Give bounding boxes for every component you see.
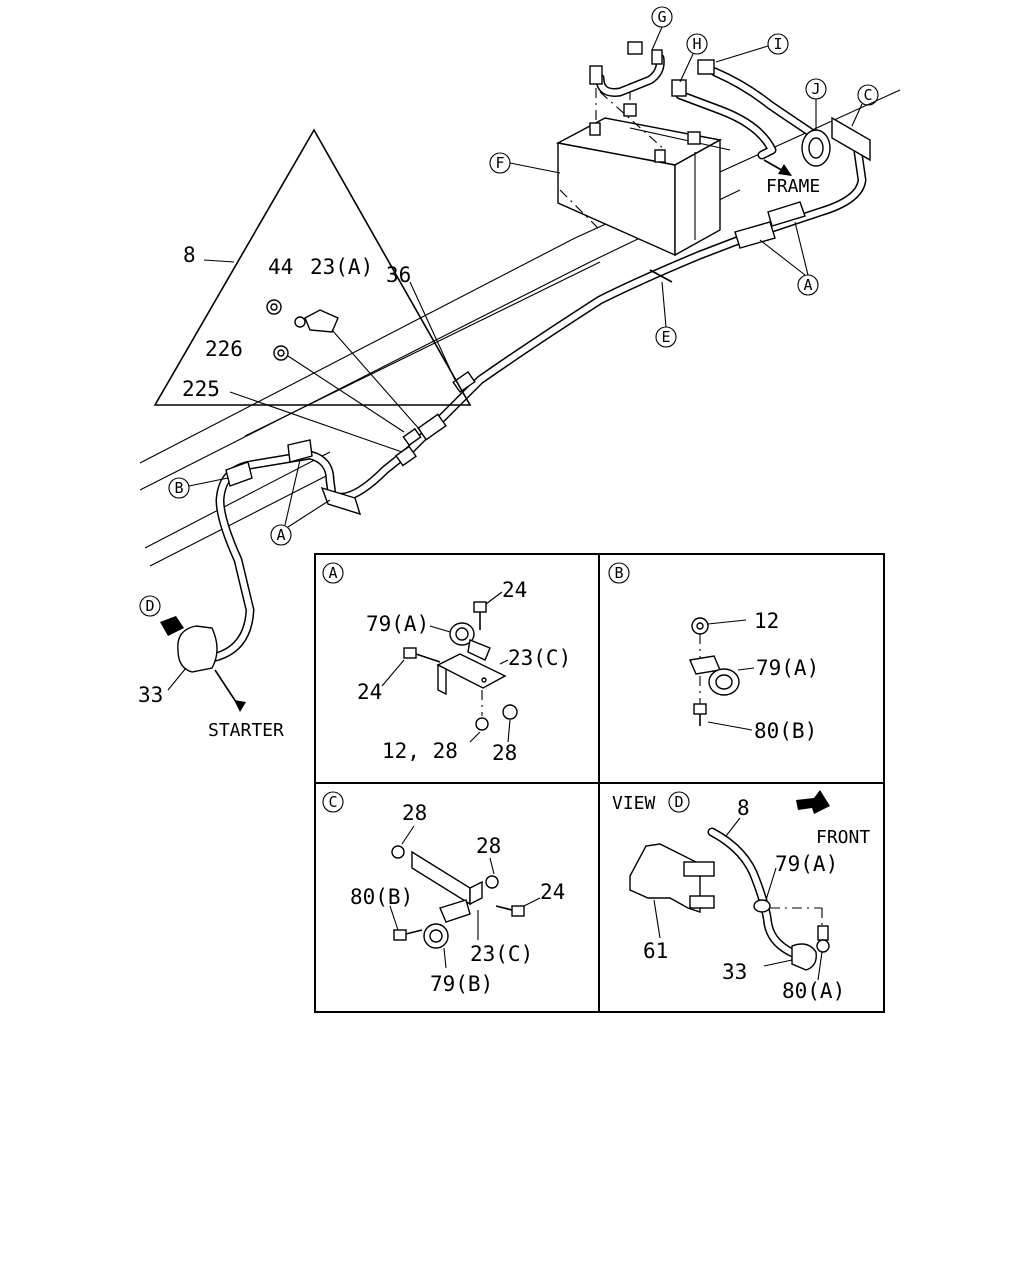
ref-i: I — [773, 35, 782, 53]
ref-a-lower: A — [276, 526, 285, 544]
panel-c: C 28 28 80(B) 24 23(C) 79(B) — [322, 791, 565, 996]
panel-d-79a: 79(A) — [775, 852, 838, 876]
panel-d-80a: 80(A) — [782, 979, 845, 1003]
ref-callouts: G H I J C F A E B A — [139, 6, 879, 617]
ref-j: J — [811, 80, 820, 98]
panel-d-8: 8 — [737, 796, 750, 820]
panel-a: A 24 79(A) 23(C) 24 12, 28 28 — [322, 562, 571, 765]
panel-a-79a: 79(A) — [366, 612, 429, 636]
detail-panels — [314, 553, 885, 1013]
label-part-8: 8 — [183, 243, 196, 267]
label-frame: FRAME — [766, 176, 820, 197]
panel-c-24: 24 — [540, 880, 565, 904]
panel-d-tag: D — [674, 793, 683, 811]
panel-a-12-28: 12, 28 — [382, 739, 458, 763]
battery-pair — [555, 80, 731, 257]
panel-d-33: 33 — [722, 960, 747, 984]
panel-a-24-left: 24 — [357, 680, 382, 704]
ref-b: B — [174, 479, 183, 497]
panel-b-tag: B — [614, 564, 623, 582]
panel-d-front: FRONT — [816, 827, 870, 848]
panel-c-80b: 80(B) — [350, 885, 413, 909]
ref-d: D — [145, 597, 154, 615]
panel-a-24-top: 24 — [502, 578, 527, 602]
panel-b-79a: 79(A) — [756, 656, 819, 680]
panel-c-28-b: 28 — [476, 834, 501, 858]
main-labels: 8 44 23(A) 36 226 225 33 FRAME STARTER — [138, 176, 820, 741]
panel-a-tag: A — [328, 564, 337, 582]
panel-b-12: 12 — [754, 609, 779, 633]
panel-a-23c: 23(C) — [508, 646, 571, 670]
ref-c: C — [863, 86, 872, 104]
panel-d-61: 61 — [643, 939, 668, 963]
panel-b-80b: 80(B) — [754, 719, 817, 743]
ref-a-upper: A — [803, 276, 812, 294]
detail-triangle — [153, 128, 472, 453]
label-starter: STARTER — [208, 720, 284, 741]
panel-c-tag: C — [328, 793, 337, 811]
panel-c-28-a: 28 — [402, 801, 427, 825]
label-part-225: 225 — [182, 377, 220, 401]
panel-d: VIEW D FRONT 8 79(A) 61 33 80(A) — [612, 790, 870, 1003]
panel-d-view: VIEW — [612, 793, 656, 814]
ref-e: E — [661, 328, 670, 346]
label-part-33: 33 — [138, 683, 163, 707]
panel-c-23c: 23(C) — [470, 942, 533, 966]
ref-g: G — [657, 8, 666, 26]
panel-a-28: 28 — [492, 741, 517, 765]
label-part-44: 44 — [268, 255, 293, 279]
ref-h: H — [692, 35, 701, 53]
main-cable — [160, 41, 871, 712]
frame-rails — [139, 89, 901, 567]
label-part-36: 36 — [386, 263, 411, 287]
ref-f: F — [495, 154, 504, 172]
label-part-23a: 23(A) — [310, 255, 373, 279]
panel-c-79b: 79(B) — [430, 972, 493, 996]
panel-b: B 12 79(A) 80(B) — [608, 562, 819, 743]
label-part-226: 226 — [205, 337, 243, 361]
